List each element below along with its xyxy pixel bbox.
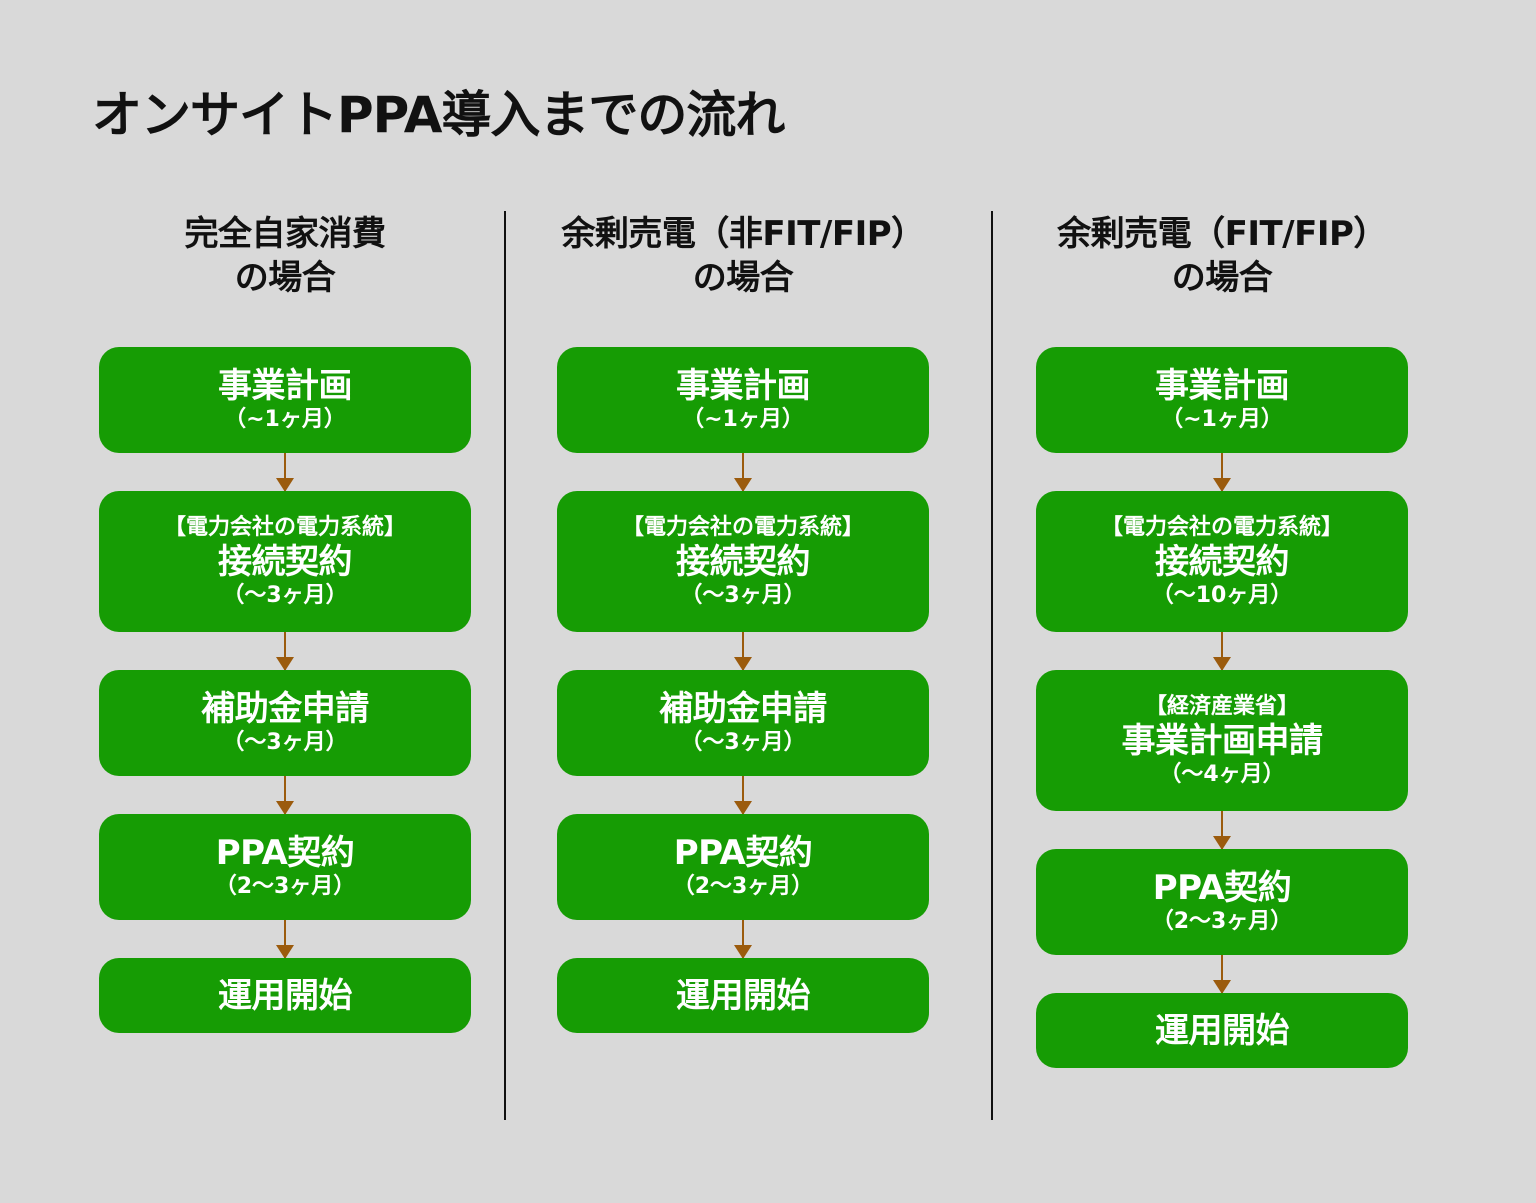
- step-label: 運用開始: [676, 975, 811, 1016]
- step-ppa-contract: PPA契約 （2～3ヶ月）: [1036, 849, 1408, 955]
- column-heading: 余剰売電（FIT/FIP） の場合: [1057, 214, 1387, 298]
- step-duration: （~1ヶ月）: [224, 407, 346, 432]
- step-duration: （～4ヶ月）: [1159, 761, 1285, 787]
- arrow-down-icon: [276, 920, 294, 959]
- step-operation-start: 運用開始: [1036, 993, 1408, 1068]
- step-prefix: 【電力会社の電力系統】: [621, 514, 864, 540]
- step-label: 事業計画申請: [1121, 720, 1324, 761]
- step-prefix: 【電力会社の電力系統】: [1100, 514, 1343, 540]
- step-prefix: 【経済産業省】: [1144, 693, 1299, 719]
- step-label: 補助金申請: [659, 689, 827, 729]
- step-label: 接続契約: [218, 541, 353, 582]
- step-operation-start: 運用開始: [99, 958, 471, 1033]
- step-meti-plan-application: 【経済産業省】 事業計画申請 （～4ヶ月）: [1036, 670, 1408, 811]
- page-title: オンサイトPPA導入までの流れ: [92, 86, 785, 144]
- step-label: PPA契約: [673, 833, 813, 873]
- step-business-plan: 事業計画 （~1ヶ月）: [1036, 347, 1408, 453]
- step-duration: （～3ヶ月）: [680, 582, 806, 608]
- arrow-down-icon: [1213, 955, 1231, 994]
- step-label: PPA契約: [215, 833, 355, 873]
- step-prefix: 【電力会社の電力系統】: [163, 514, 406, 540]
- arrow-down-icon: [1213, 453, 1231, 492]
- arrow-down-icon: [734, 776, 752, 815]
- step-duration: （2～3ヶ月）: [214, 874, 356, 899]
- step-label: 接続契約: [1155, 541, 1290, 582]
- arrow-down-icon: [276, 632, 294, 671]
- step-label: 運用開始: [1155, 1010, 1290, 1051]
- step-label: PPA契約: [1152, 868, 1292, 908]
- step-duration: （~1ヶ月）: [1161, 407, 1283, 432]
- column-heading: 完全自家消費 の場合: [184, 214, 387, 298]
- step-label: 事業計画: [1155, 366, 1290, 406]
- column-heading: 余剰売電（非FIT/FIP） の場合: [561, 214, 925, 298]
- step-ppa-contract: PPA契約 （2～3ヶ月）: [99, 814, 471, 920]
- step-duration: （2～3ヶ月）: [1151, 909, 1293, 934]
- arrow-down-icon: [276, 776, 294, 815]
- step-label: 接続契約: [676, 541, 811, 582]
- arrow-down-icon: [1213, 632, 1231, 671]
- arrow-down-icon: [276, 453, 294, 492]
- column-divider: [504, 211, 506, 1120]
- step-operation-start: 運用開始: [557, 958, 929, 1033]
- arrow-down-icon: [734, 920, 752, 959]
- arrow-down-icon: [734, 453, 752, 492]
- step-business-plan: 事業計画 （~1ヶ月）: [99, 347, 471, 453]
- step-duration: （～3ヶ月）: [222, 582, 348, 608]
- column-divider: [991, 211, 993, 1120]
- arrow-down-icon: [1213, 811, 1231, 850]
- step-business-plan: 事業計画 （~1ヶ月）: [557, 347, 929, 453]
- step-duration: （~1ヶ月）: [682, 407, 804, 432]
- arrow-down-icon: [734, 632, 752, 671]
- step-label: 事業計画: [218, 366, 353, 406]
- step-ppa-contract: PPA契約 （2～3ヶ月）: [557, 814, 929, 920]
- step-duration: （2～3ヶ月）: [672, 874, 814, 899]
- step-connection-contract: 【電力会社の電力系統】 接続契約 （～3ヶ月）: [557, 491, 929, 632]
- step-connection-contract: 【電力会社の電力系統】 接続契約 （～10ヶ月）: [1036, 491, 1408, 632]
- step-subsidy-application: 補助金申請 （～3ヶ月）: [557, 670, 929, 776]
- step-subsidy-application: 補助金申請 （～3ヶ月）: [99, 670, 471, 776]
- step-label: 事業計画: [676, 366, 811, 406]
- step-label: 運用開始: [218, 975, 353, 1016]
- step-label: 補助金申請: [201, 689, 369, 729]
- step-duration: （～3ヶ月）: [680, 730, 806, 755]
- step-duration: （～3ヶ月）: [222, 730, 348, 755]
- step-connection-contract: 【電力会社の電力系統】 接続契約 （～3ヶ月）: [99, 491, 471, 632]
- step-duration: （～10ヶ月）: [1151, 582, 1293, 608]
